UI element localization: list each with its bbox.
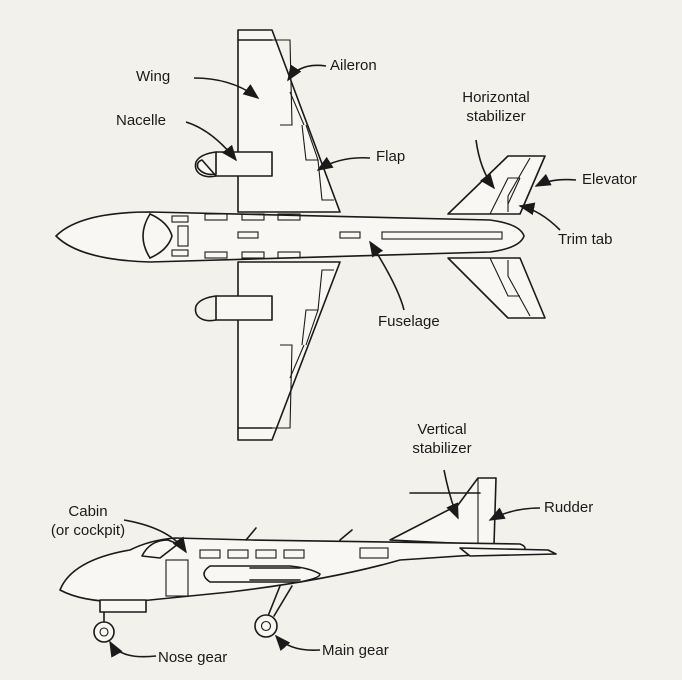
lower-nacelle xyxy=(194,295,273,322)
label-fuselage: Fuselage xyxy=(378,313,440,330)
label-rudder: Rudder xyxy=(544,499,594,516)
label-nacelle: Nacelle xyxy=(116,112,167,129)
upper-nacelle xyxy=(194,151,273,178)
upper-horizontal-stabilizer xyxy=(447,155,546,215)
label-vertical-stabilizer-line2: stabilizer xyxy=(412,440,472,457)
label-elevator: Elevator xyxy=(582,171,638,188)
side-view-airplane xyxy=(59,477,557,643)
label-nose-gear: Nose gear xyxy=(158,649,228,666)
label-vertical-stabilizer: Vertical stabilizer xyxy=(392,420,492,458)
label-aileron: Aileron xyxy=(330,57,377,74)
label-flap: Flap xyxy=(376,148,406,165)
lower-horizontal-stabilizer xyxy=(447,257,546,319)
label-cabin-line2: (or cockpit) xyxy=(50,522,126,539)
label-horizontal-stabilizer-line1: Horizontal xyxy=(462,89,530,106)
label-cabin: Cabin (or cockpit) xyxy=(36,502,140,540)
lower-wing xyxy=(237,261,341,441)
upper-wing xyxy=(237,29,341,213)
label-horizontal-stabilizer: Horizontal stabilizer xyxy=(442,88,550,126)
label-vertical-stabilizer-line1: Vertical xyxy=(417,421,467,438)
label-horizontal-stabilizer-line2: stabilizer xyxy=(466,108,526,125)
leader-lines xyxy=(109,64,577,658)
label-main-gear: Main gear xyxy=(322,642,389,659)
label-wing: Wing xyxy=(136,68,171,85)
fuselage-top xyxy=(55,211,525,263)
label-cabin-line1: Cabin xyxy=(68,503,108,520)
label-trim-tab: Trim tab xyxy=(558,231,613,248)
